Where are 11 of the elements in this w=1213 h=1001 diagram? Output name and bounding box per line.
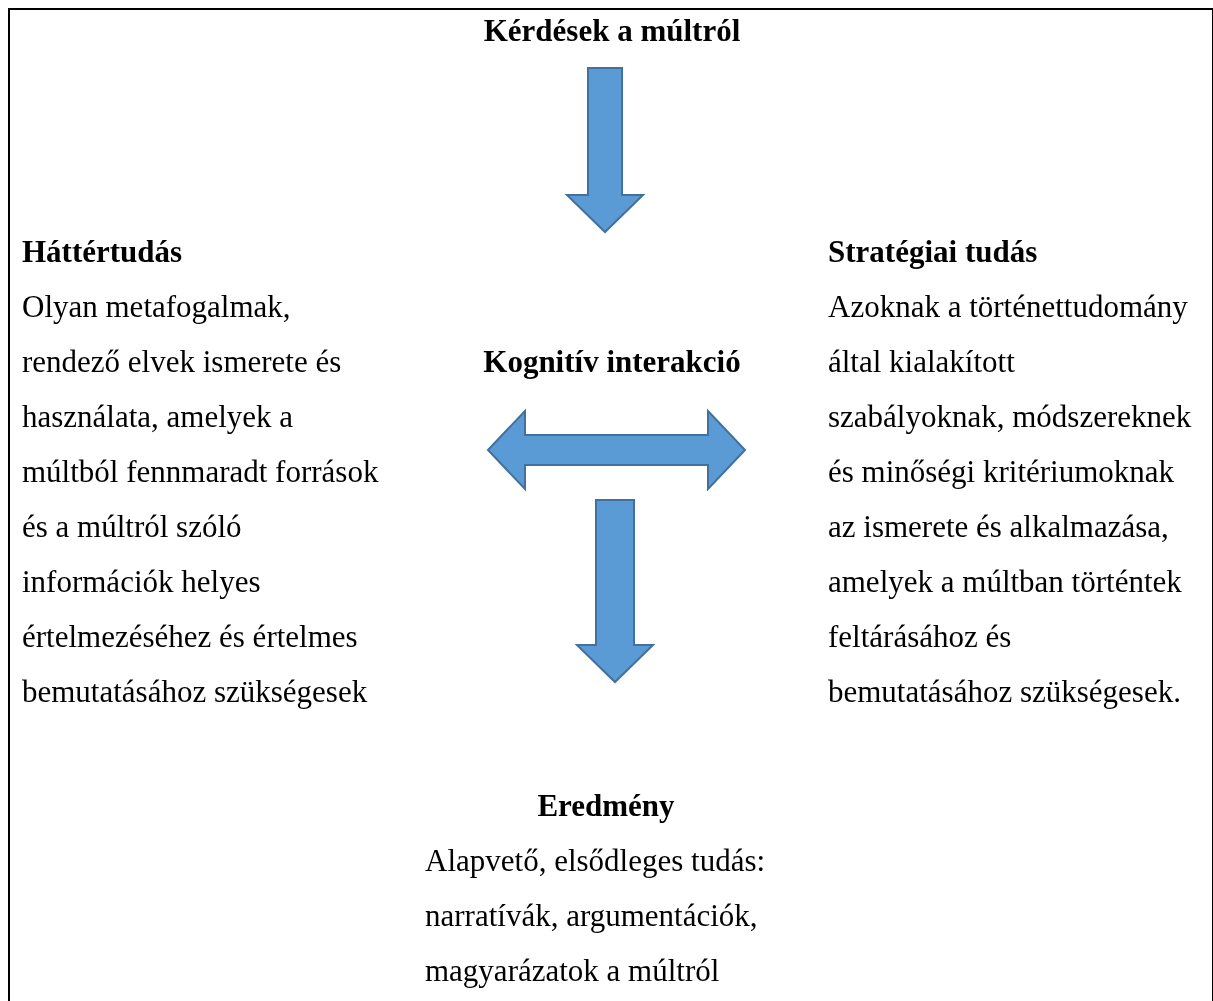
block-arrow	[564, 67, 646, 234]
description-text: Azoknak a történettudomány által kialakított szabályoknak, módszereknek és minőségi kritériumoknak az ismerete és alkalmazása, amelyek a múltban történtek feltárásához és bemutatásához szükségesek.	[828, 288, 1193, 711]
heading: Eredmény	[536, 787, 676, 825]
heading: Kognitív interakció	[482, 343, 742, 381]
heading: Stratégiai tudás	[828, 233, 1039, 271]
description-text: Alapvető, elsődleges tudás: narratívák, argumentációk, magyarázatok a múltról	[425, 842, 767, 990]
description-text: Olyan metafogalmak, rendező elvek ismerete és használata, amelyek a múltból fennmaradt források és a múltról szóló információk helyes értelmezéséhez és értelmes bemutatásához szükségesek	[22, 288, 380, 711]
heading: Kérdések a múltról	[482, 12, 742, 50]
heading: Háttértudás	[22, 233, 184, 271]
block-arrow	[486, 408, 747, 492]
block-arrow	[574, 499, 656, 684]
